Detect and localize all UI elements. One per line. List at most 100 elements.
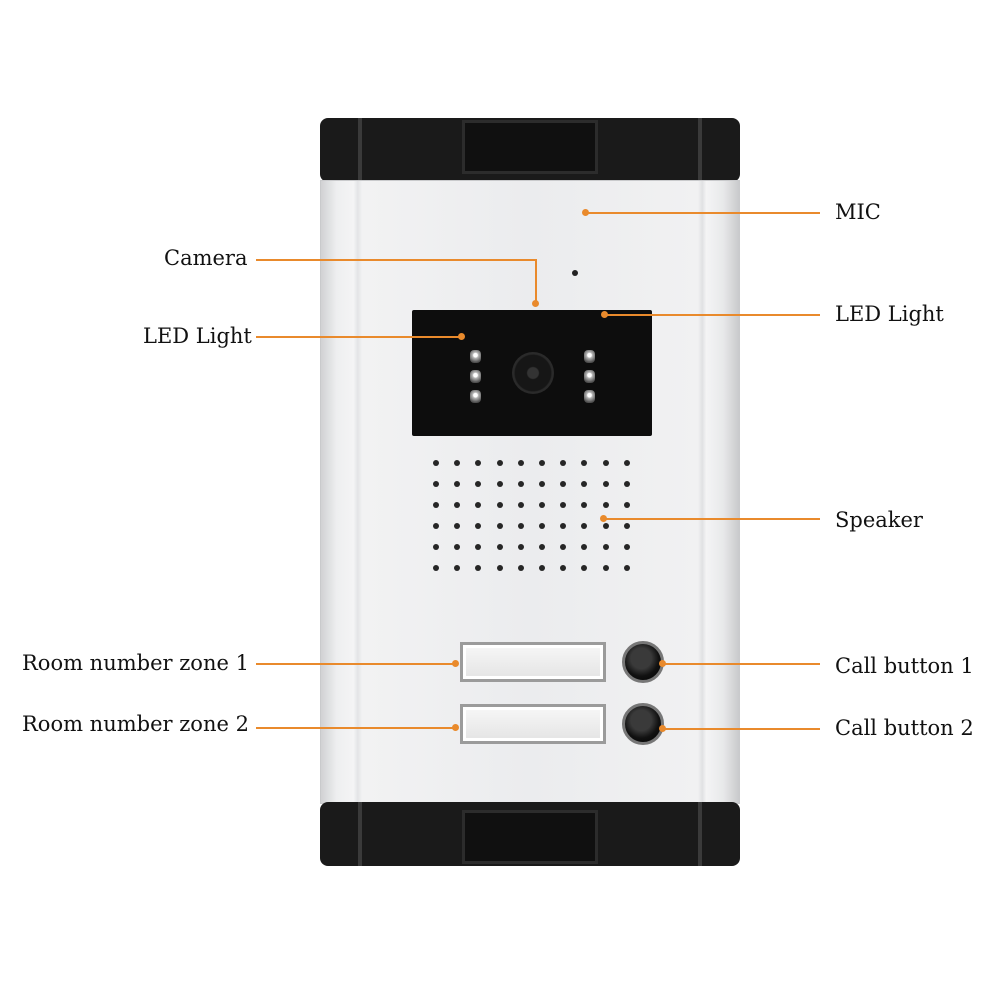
camera-callout-dot <box>532 300 539 307</box>
speaker-hole <box>475 460 482 466</box>
speaker-hole <box>433 481 439 487</box>
room-zone-1-leader-line <box>256 663 456 665</box>
speaker-hole <box>602 544 609 550</box>
speaker-hole <box>454 502 461 508</box>
speaker-hole <box>475 523 482 529</box>
speaker-hole <box>560 544 567 550</box>
speaker-hole <box>581 565 588 571</box>
speaker-hole <box>433 544 439 550</box>
room-number-zone-2-label: Room number zone 2 <box>22 712 249 736</box>
speaker-hole <box>539 544 545 550</box>
room-zone-2-callout-dot <box>452 724 459 731</box>
speaker-hole <box>560 460 567 466</box>
speaker-hole <box>623 565 630 571</box>
led-left-3 <box>470 390 481 403</box>
speaker-hole <box>581 544 588 550</box>
speaker-hole <box>581 460 588 466</box>
intercom-door-panel <box>320 118 740 866</box>
speaker-hole <box>496 502 503 508</box>
speaker-hole <box>475 502 482 508</box>
speaker-hole <box>623 502 630 508</box>
bottom-notch <box>462 810 598 864</box>
speaker-hole <box>623 523 630 529</box>
call-button-1[interactable] <box>622 641 664 683</box>
mic-hole <box>572 270 578 276</box>
room-number-zone-1-label: Room number zone 1 <box>22 651 249 675</box>
led-light-right-label: LED Light <box>835 302 944 326</box>
call-button-2-callout-dot <box>659 725 666 732</box>
speaker-hole <box>539 565 545 571</box>
led-light-left-label: LED Light <box>143 324 252 348</box>
speaker-label: Speaker <box>835 508 923 532</box>
top-end-cap <box>320 118 740 182</box>
speaker-hole <box>602 565 609 571</box>
speaker-hole <box>517 502 524 508</box>
speaker-hole <box>496 460 503 466</box>
room-number-zone-1 <box>460 642 606 682</box>
speaker-hole <box>581 523 588 529</box>
call-button-1-leader-line <box>663 663 820 665</box>
camera-label: Camera <box>164 246 248 270</box>
speaker-hole <box>433 502 439 508</box>
speaker-hole <box>560 481 567 487</box>
speaker-hole <box>475 544 482 550</box>
mic-callout-dot <box>582 209 589 216</box>
led-right-3 <box>584 390 595 403</box>
speaker-hole <box>623 460 630 466</box>
camera-leader-vertical <box>535 259 537 303</box>
speaker-hole <box>560 565 567 571</box>
call-button-2[interactable] <box>622 703 664 745</box>
call-button-2-label: Call button 2 <box>835 716 974 740</box>
speaker-hole <box>475 565 482 571</box>
speaker-hole <box>454 523 461 529</box>
speaker-hole <box>496 481 503 487</box>
led-left-1 <box>470 350 481 363</box>
speaker-leader-line <box>604 518 820 520</box>
speaker-hole <box>602 460 609 466</box>
speaker-hole <box>433 523 439 529</box>
led-right-1 <box>584 350 595 363</box>
bottom-end-cap <box>320 802 740 866</box>
speaker-hole <box>539 523 545 529</box>
speaker-hole <box>496 523 503 529</box>
speaker-hole <box>433 565 439 571</box>
speaker-hole <box>602 523 609 529</box>
speaker-hole <box>454 460 461 466</box>
speaker-hole <box>496 565 503 571</box>
call-button-2-leader-line <box>663 728 820 730</box>
speaker-hole <box>475 481 482 487</box>
top-notch <box>462 120 598 174</box>
speaker-hole <box>560 502 567 508</box>
led-left-2 <box>470 370 481 383</box>
speaker-hole <box>602 481 609 487</box>
mic-leader-line <box>586 212 820 214</box>
led-right-2 <box>584 370 595 383</box>
led-right-leader-line <box>605 314 820 316</box>
speaker-hole <box>539 502 545 508</box>
speaker-hole <box>581 481 588 487</box>
speaker-hole <box>560 523 567 529</box>
mic-label: MIC <box>835 200 881 224</box>
led-left-leader-line <box>256 336 462 338</box>
led-right-callout-dot <box>601 311 608 318</box>
speaker-hole <box>517 544 524 550</box>
led-left-callout-dot <box>458 333 465 340</box>
speaker-hole <box>517 565 524 571</box>
speaker-hole <box>581 502 588 508</box>
speaker-hole <box>539 460 545 466</box>
room-zone-2-leader-line <box>256 727 456 729</box>
speaker-callout-dot <box>600 515 607 522</box>
speaker-hole <box>433 460 439 466</box>
speaker-hole <box>539 481 545 487</box>
speaker-hole <box>517 460 524 466</box>
speaker-hole <box>496 544 503 550</box>
room-zone-1-callout-dot <box>452 660 459 667</box>
speaker-hole <box>454 565 461 571</box>
camera-window <box>412 310 652 436</box>
call-button-1-label: Call button 1 <box>835 654 974 678</box>
speaker-hole <box>454 544 461 550</box>
speaker-hole <box>517 481 524 487</box>
camera-lens <box>512 352 554 394</box>
camera-leader-line <box>256 259 537 261</box>
